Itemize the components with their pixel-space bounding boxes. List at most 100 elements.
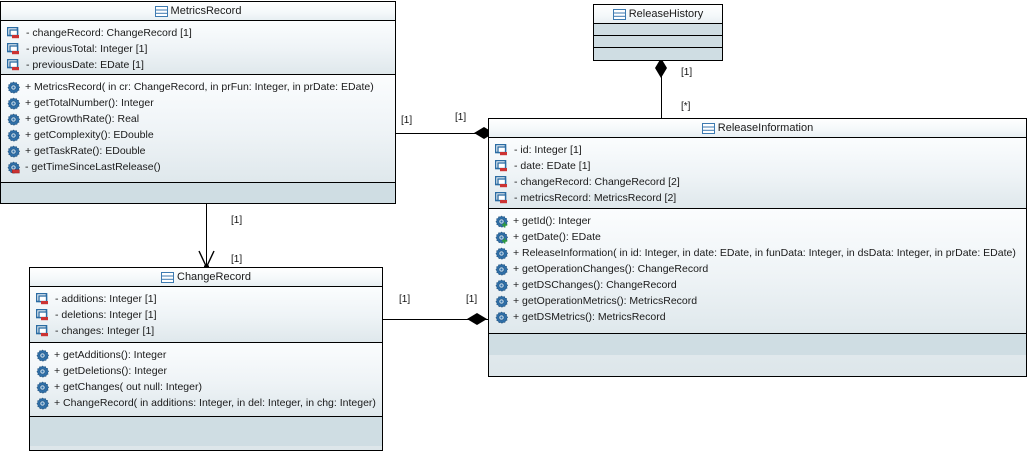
attribute-private-icon bbox=[494, 143, 509, 156]
operation-row[interactable]: + getGrowthRate(): Real bbox=[1, 111, 395, 127]
attribute-private-icon bbox=[494, 159, 509, 172]
attribute-row[interactable]: - metricsRecord: MetricsRecord [2] bbox=[489, 190, 1026, 206]
operation-icon bbox=[495, 311, 509, 324]
operation-row[interactable]: + getChanges( out null: Integer) bbox=[30, 379, 382, 395]
operation-row[interactable]: + getTotalNumber(): Integer bbox=[1, 95, 395, 111]
operation-row[interactable]: + getComplexity(): EDouble bbox=[1, 127, 395, 143]
uml-class-releasehistory[interactable]: ReleaseHistory bbox=[593, 4, 723, 61]
attribute-private-icon bbox=[6, 58, 21, 71]
operation-row[interactable]: + MetricsRecord( in cr: ChangeRecord, in… bbox=[1, 79, 395, 95]
operations-compartment-changerecord: + getAdditions(): Integer + getDeletions… bbox=[30, 343, 382, 417]
operation-label: + getDSChanges(): ChangeRecord bbox=[513, 279, 677, 291]
operation-label: + getTotalNumber(): Integer bbox=[25, 97, 154, 109]
operation-icon bbox=[36, 349, 50, 362]
operation-label: + getChanges( out null: Integer) bbox=[54, 381, 202, 393]
operation-icon bbox=[7, 145, 21, 158]
attributes-compartment-releaseinformation: - id: Integer [1] - date: EDate [1] bbox=[489, 138, 1026, 209]
operation-row[interactable]: - getTimeSinceLastRelease() bbox=[1, 159, 395, 175]
attribute-private-icon bbox=[494, 191, 509, 204]
operation-row[interactable]: + getId(): Integer bbox=[489, 213, 1026, 229]
class-icon bbox=[612, 8, 626, 21]
composition-diamond-history bbox=[654, 58, 668, 83]
operation-row[interactable]: + ReleaseInformation( in id: Integer, in… bbox=[489, 245, 1026, 261]
connector-metrics-releaseinfo[interactable] bbox=[396, 133, 488, 134]
class-name-label: ReleaseInformation bbox=[717, 122, 814, 135]
operation-label: + getDate(): EDate bbox=[513, 231, 601, 243]
connector-history-releaseinfo[interactable] bbox=[661, 62, 662, 118]
class-name-label: ReleaseHistory bbox=[628, 8, 704, 21]
attribute-row[interactable]: - changeRecord: ChangeRecord [2] bbox=[489, 174, 1026, 190]
operation-icon bbox=[495, 263, 509, 276]
operation-label: + getDeletions(): Integer bbox=[54, 365, 167, 377]
operation-row[interactable]: + getDate(): EDate bbox=[489, 229, 1026, 245]
operation-row[interactable]: + getTaskRate(): EDouble bbox=[1, 143, 395, 159]
operation-row[interactable]: + ChangeRecord( in additions: Integer, i… bbox=[30, 395, 382, 411]
attribute-label: - deletions: Integer [1] bbox=[55, 309, 157, 321]
class-header-releaseinformation: ReleaseInformation bbox=[489, 119, 1026, 138]
operation-label: + ReleaseInformation( in id: Integer, in… bbox=[513, 247, 1016, 259]
attribute-label: - previousTotal: Integer [1] bbox=[26, 43, 148, 55]
operation-row[interactable]: + getDSMetrics(): MetricsRecord bbox=[489, 309, 1026, 325]
operation-label: + getOperationChanges(): ChangeRecord bbox=[513, 263, 709, 275]
composition-diamond-releaseinfo-lower bbox=[467, 312, 487, 331]
multiplicity-metrics-end: [1] bbox=[401, 115, 413, 126]
operation-row[interactable]: + getAdditions(): Integer bbox=[30, 347, 382, 363]
empty-compartment-releaseinformation bbox=[489, 334, 1026, 355]
attribute-label: - changeRecord: ChangeRecord [2] bbox=[514, 176, 680, 188]
attribute-row[interactable]: - date: EDate [1] bbox=[489, 158, 1026, 174]
operation-row[interactable]: + getDeletions(): Integer bbox=[30, 363, 382, 379]
operation-icon bbox=[495, 295, 509, 308]
attributes-compartment-metricsrecord: - changeRecord: ChangeRecord [1] - previ… bbox=[1, 21, 395, 75]
attribute-label: - changes: Integer [1] bbox=[55, 325, 155, 337]
class-icon bbox=[161, 271, 174, 284]
operation-row[interactable]: + getOperationChanges(): ChangeRecord bbox=[489, 261, 1026, 277]
multiplicity-changerecord-end: [1] bbox=[399, 294, 411, 305]
connector-metrics-changerecord[interactable] bbox=[206, 203, 207, 265]
operation-new-icon bbox=[495, 231, 509, 244]
attributes-compartment-releasehistory bbox=[594, 24, 722, 36]
attribute-private-icon bbox=[35, 324, 50, 337]
attribute-private-icon bbox=[35, 292, 50, 305]
operation-new-icon bbox=[495, 215, 509, 228]
uml-class-changerecord[interactable]: ChangeRecord - additions: Integer [1] bbox=[29, 267, 383, 451]
operation-icon bbox=[7, 97, 21, 110]
attribute-row[interactable]: - changes: Integer [1] bbox=[30, 323, 382, 339]
operation-private-icon bbox=[7, 161, 21, 174]
operation-label: + getDSMetrics(): MetricsRecord bbox=[513, 311, 666, 323]
class-header-metricsrecord: MetricsRecord bbox=[1, 2, 395, 21]
attribute-private-icon bbox=[35, 308, 50, 321]
attribute-row[interactable]: - deletions: Integer [1] bbox=[30, 307, 382, 323]
attribute-row[interactable]: - changeRecord: ChangeRecord [1] bbox=[1, 25, 395, 41]
operation-label: + getOperationMetrics(): MetricsRecord bbox=[513, 295, 698, 307]
operation-row[interactable]: + getOperationMetrics(): MetricsRecord bbox=[489, 293, 1026, 309]
operation-label: + MetricsRecord( in cr: ChangeRecord, in… bbox=[25, 81, 374, 93]
attribute-row[interactable]: - additions: Integer [1] bbox=[30, 291, 382, 307]
operation-icon bbox=[495, 279, 509, 292]
multiplicity-metrics-changerecord-target: [1] bbox=[231, 254, 243, 265]
uml-class-metricsrecord[interactable]: MetricsRecord - changeRecord: ChangeReco… bbox=[0, 1, 396, 204]
attribute-row[interactable]: - id: Integer [1] bbox=[489, 142, 1026, 158]
operation-label: + ChangeRecord( in additions: Integer, i… bbox=[54, 397, 376, 409]
operations-compartment-releasehistory bbox=[594, 36, 722, 48]
operation-label: + getAdditions(): Integer bbox=[54, 349, 167, 361]
connector-changerecord-releaseinfo[interactable] bbox=[383, 319, 488, 320]
uml-class-releaseinformation[interactable]: ReleaseInformation - id: Integer [1] bbox=[488, 118, 1027, 377]
attribute-private-icon bbox=[6, 26, 21, 39]
operations-compartment-releaseinformation: + getId(): Integer + getDate(): EDate bbox=[489, 209, 1026, 334]
operations-compartment-metricsrecord: + MetricsRecord( in cr: ChangeRecord, in… bbox=[1, 75, 395, 183]
empty-compartment-changerecord bbox=[30, 417, 382, 446]
attribute-row[interactable]: - previousTotal: Integer [1] bbox=[1, 41, 395, 57]
attribute-row[interactable]: - previousDate: EDate [1] bbox=[1, 57, 395, 73]
operation-icon bbox=[495, 247, 509, 260]
class-name-label: ChangeRecord bbox=[177, 271, 251, 284]
operation-label: + getGrowthRate(): Real bbox=[25, 113, 140, 125]
attribute-label: - changeRecord: ChangeRecord [1] bbox=[26, 27, 192, 39]
multiplicity-releaseinfo-end-star: [*] bbox=[681, 101, 691, 112]
empty-compartment-releasehistory bbox=[594, 48, 722, 60]
operation-row[interactable]: + getDSChanges(): ChangeRecord bbox=[489, 277, 1026, 293]
attributes-compartment-changerecord: - additions: Integer [1] - deletions: In… bbox=[30, 287, 382, 343]
operation-icon bbox=[36, 397, 50, 410]
multiplicity-releaseinfo-upper-end: [1] bbox=[455, 112, 467, 123]
attribute-label: - additions: Integer [1] bbox=[55, 293, 157, 305]
